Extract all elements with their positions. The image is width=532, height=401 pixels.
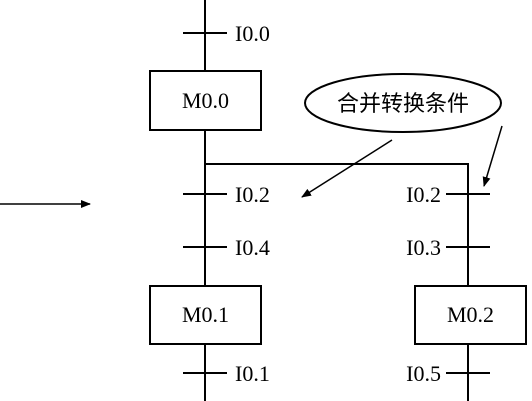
callout-text: 合并转换条件 xyxy=(337,92,469,117)
callout-ellipse xyxy=(304,73,502,133)
callout-arrow-right xyxy=(482,125,503,187)
step-label-m01: M0.1 xyxy=(182,302,229,327)
step-box-m01 xyxy=(149,285,262,345)
step-box-m02 xyxy=(414,285,527,345)
step-label-m02: M0.2 xyxy=(447,302,494,327)
transition-label-right-1: I0.2 xyxy=(406,182,441,207)
transition-label-left-2: I0.4 xyxy=(235,235,270,260)
transition-label-bottom-left: I0.1 xyxy=(235,361,270,386)
transition-label-top: I0.0 xyxy=(235,21,270,46)
step-label-m00: M0.0 xyxy=(182,88,229,113)
transition-label-bottom-right: I0.5 xyxy=(406,361,441,386)
transition-label-right-2: I0.3 xyxy=(406,235,441,260)
transition-label-left-1: I0.2 xyxy=(235,182,270,207)
callout-arrow-left xyxy=(301,139,393,198)
step-box-m00 xyxy=(149,70,262,131)
